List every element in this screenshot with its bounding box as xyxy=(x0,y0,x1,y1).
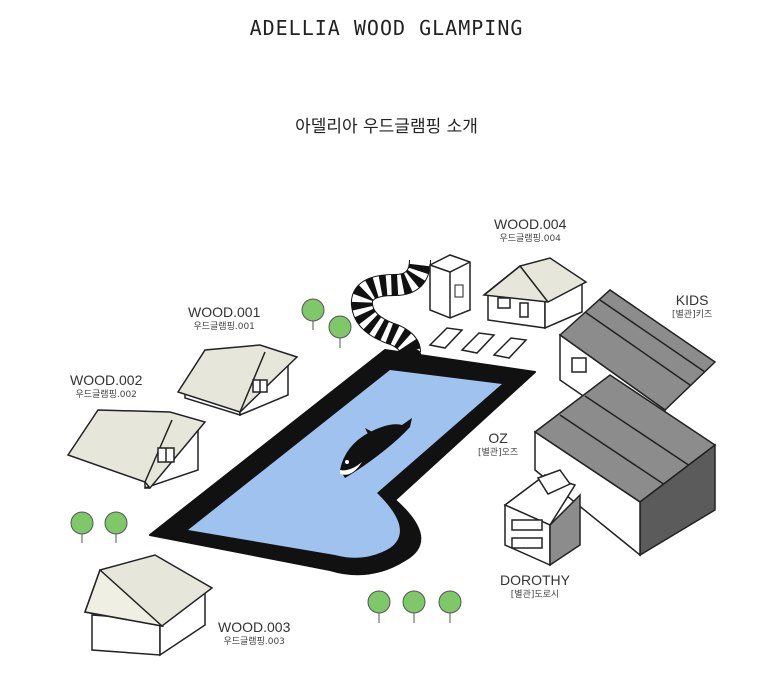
label-wood003-sub: 우드글램핑.003 xyxy=(223,637,285,647)
label-kids: KIDS [별관]키즈 xyxy=(672,292,712,321)
label-wood002-name: WOOD.002 xyxy=(70,372,143,388)
label-wood001: WOOD.001 우드글램핑.001 xyxy=(188,304,260,333)
tree-icon xyxy=(104,511,128,543)
label-wood004-name: WOOD.004 xyxy=(494,216,567,232)
cabin-wood004 xyxy=(482,257,588,330)
trees xyxy=(70,298,462,623)
label-oz-sub: [별관]오즈 xyxy=(478,448,519,458)
tree-icon xyxy=(367,590,391,623)
label-wood002: WOOD.002 우드글램핑.002 xyxy=(70,372,142,401)
label-dorothy-sub: [별관]도로시 xyxy=(510,590,560,600)
tree-icon xyxy=(402,590,426,623)
label-dorothy-name: DOROTHY xyxy=(500,572,570,588)
slide-tower xyxy=(429,254,471,319)
label-kids-name: KIDS xyxy=(675,292,709,308)
deck-chairs xyxy=(428,327,528,359)
water-slide xyxy=(350,259,431,360)
label-oz: OZ [별관]오즈 xyxy=(478,430,518,459)
label-wood004-sub: 우드글램핑.004 xyxy=(499,234,561,244)
label-wood004: WOOD.004 우드글램핑.004 xyxy=(494,216,566,245)
tree-icon xyxy=(438,590,462,623)
label-kids-sub: [별관]키즈 xyxy=(672,310,713,320)
annex-dorothy xyxy=(503,469,581,567)
page-title: ADELLIA WOOD GLAMPING xyxy=(249,16,524,40)
annex-oz xyxy=(533,374,717,557)
tree-icon xyxy=(70,511,94,543)
label-wood003: WOOD.003 우드글램핑.003 xyxy=(218,619,290,648)
label-wood003-name: WOOD.003 xyxy=(218,619,291,635)
label-wood001-sub: 우드글램핑.001 xyxy=(193,322,255,332)
cabin-wood002 xyxy=(66,409,207,490)
label-oz-name: OZ xyxy=(488,430,508,446)
label-dorothy: DOROTHY [별관]도로시 xyxy=(500,572,570,601)
page-subtitle: 아델리아 우드글램핑 소개 xyxy=(295,117,478,137)
orca-icon xyxy=(340,418,412,478)
tree-icon xyxy=(301,298,325,330)
label-wood002-sub: 우드글램핑.002 xyxy=(75,390,137,400)
cabin-wood003 xyxy=(83,554,214,657)
cabin-wood001 xyxy=(176,344,299,417)
tree-icon xyxy=(328,315,352,348)
label-wood001-name: WOOD.001 xyxy=(188,304,261,320)
